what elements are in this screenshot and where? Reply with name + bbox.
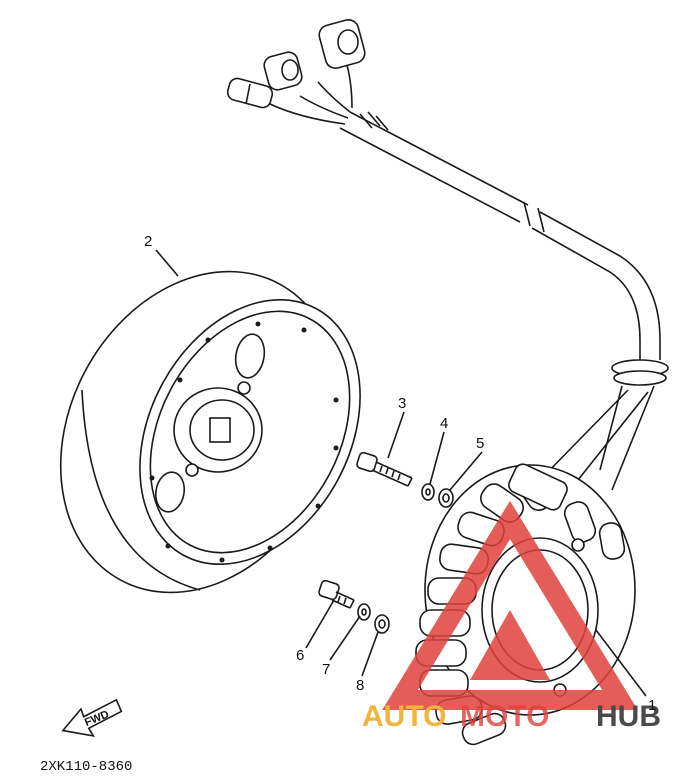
- fwd-arrow-icon: FWD: [61, 698, 123, 738]
- fwd-label: FWD: [83, 708, 111, 729]
- washer-5: [438, 488, 454, 508]
- callout-6: 6: [296, 647, 304, 664]
- bolt-3: [356, 451, 413, 487]
- washer-7: [357, 603, 371, 621]
- washer-4: [421, 483, 435, 501]
- callout-5: 5: [476, 435, 484, 452]
- callout-3: 3: [398, 395, 406, 412]
- connector-medium: [263, 51, 303, 91]
- callout-4: 4: [440, 415, 448, 432]
- rotor-flywheel: [59, 270, 361, 594]
- screw-6: [318, 579, 355, 609]
- watermark-auto: AUTO: [362, 700, 446, 733]
- watermark-triangle: [382, 500, 638, 710]
- wire-harness: [269, 57, 669, 491]
- callout-2: 2: [144, 233, 152, 250]
- watermark-logo: AUTO MOTO HUB: [362, 500, 661, 733]
- washer-8: [374, 614, 390, 634]
- callout-1: 1: [648, 697, 656, 714]
- watermark-moto: MOTO: [460, 700, 549, 733]
- connector-large: [318, 19, 366, 69]
- leader-lines: [155, 249, 647, 697]
- callout-8: 8: [356, 677, 364, 694]
- diagram-code: 2XK110-8360: [40, 759, 132, 775]
- rim-holes: [149, 321, 339, 563]
- watermark-hub: HUB: [596, 700, 661, 733]
- connector-small: [226, 77, 274, 109]
- callout-7: 7: [322, 661, 330, 678]
